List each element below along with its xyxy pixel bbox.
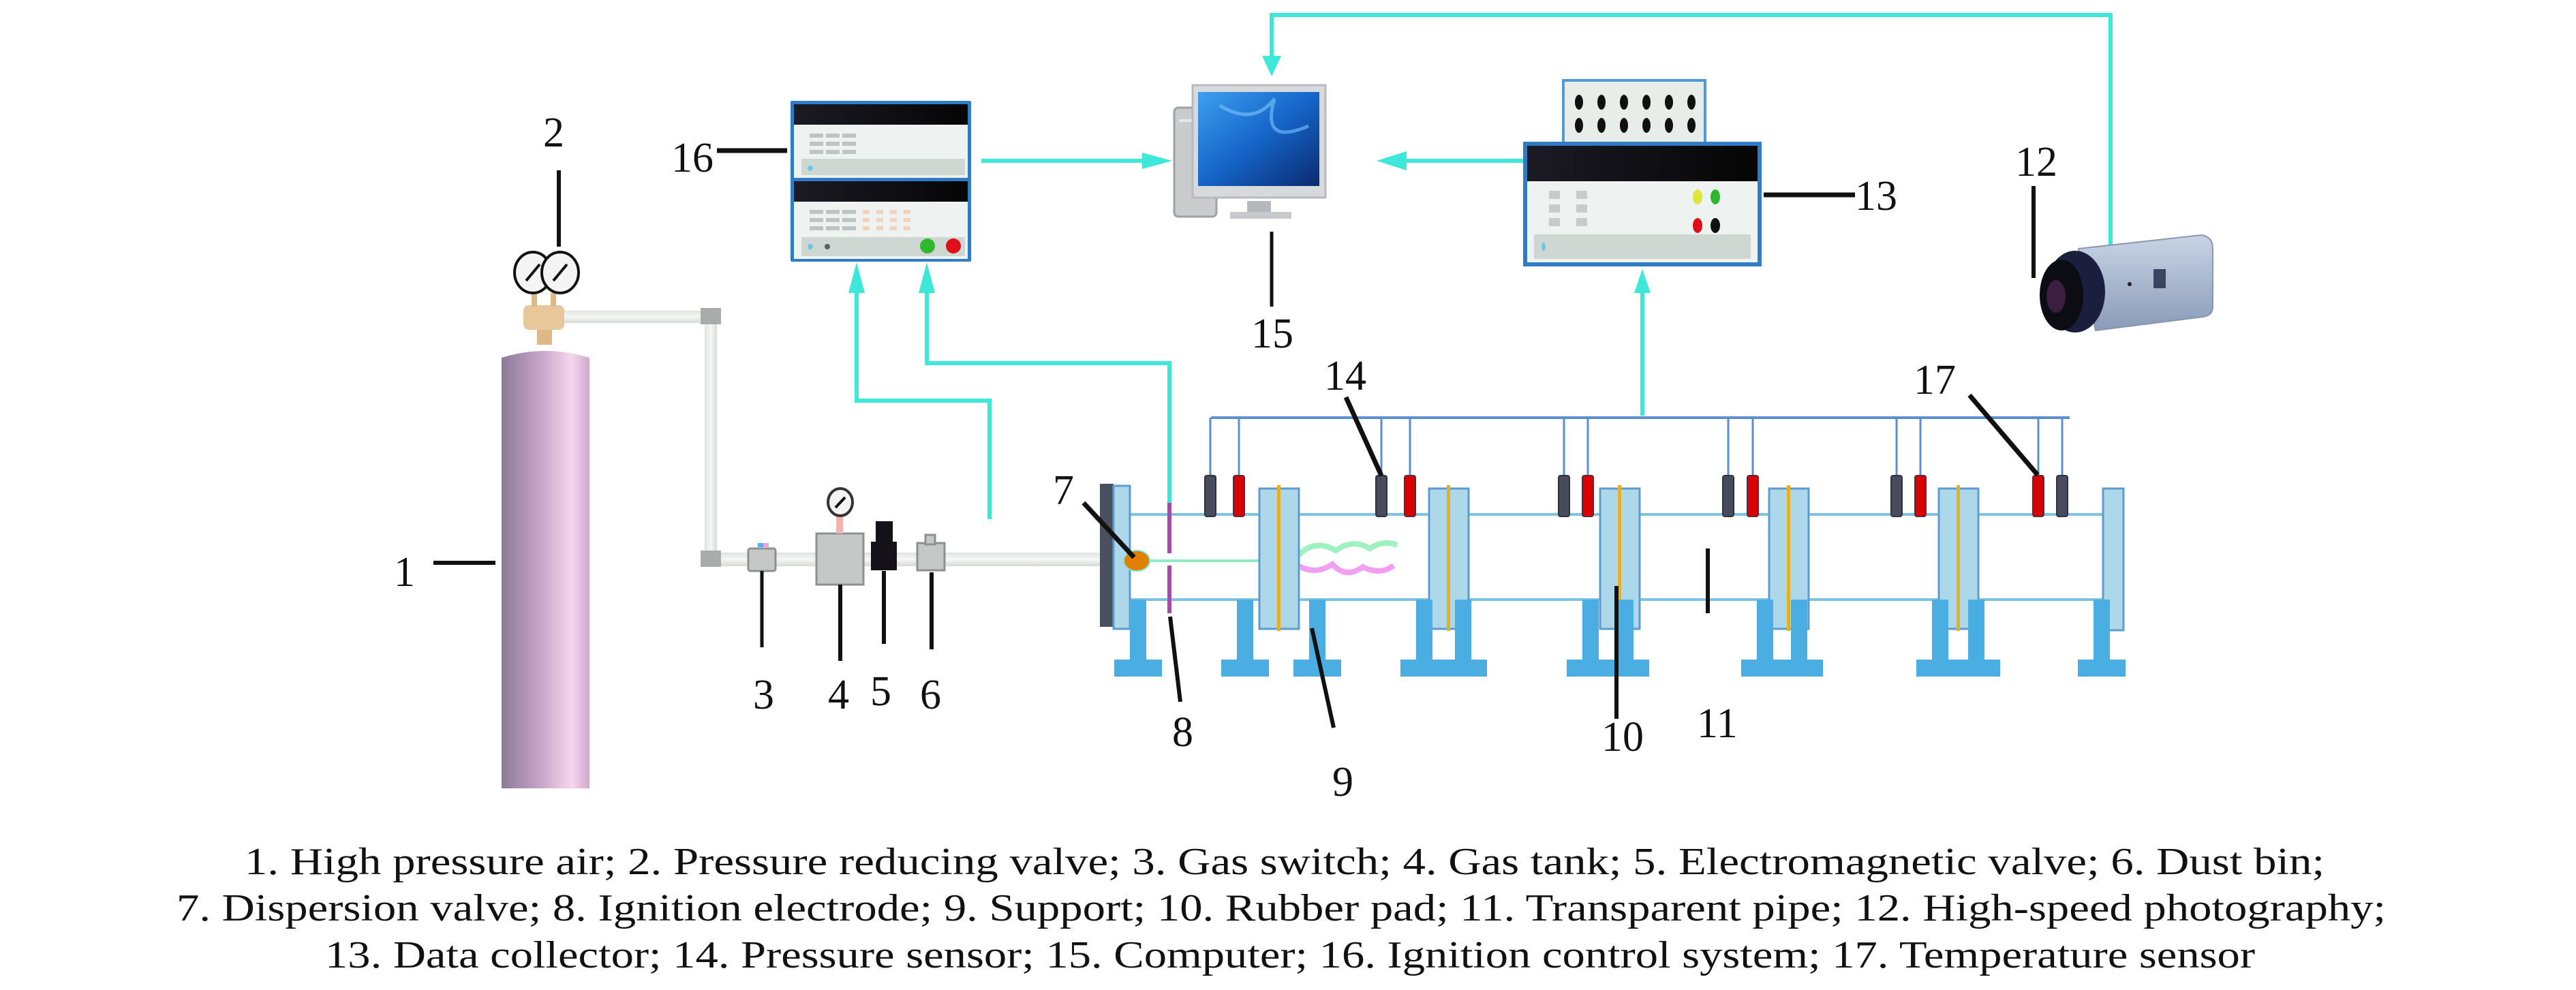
rubber-pad (1957, 485, 1960, 631)
label-15: 15 (1251, 311, 1293, 357)
label-2: 2 (543, 110, 564, 156)
label-11: 11 (1697, 700, 1738, 747)
arrowhead-into-ignition-left (848, 262, 865, 293)
leader-14 (1343, 396, 1384, 477)
leader-7 (1082, 501, 1136, 559)
electromagnetic-valve[interactable] (871, 521, 897, 570)
high-speed-camera[interactable] (2040, 234, 2213, 332)
pressure-sensor[interactable] (1890, 418, 1903, 517)
gas-switch[interactable] (747, 543, 777, 572)
temperature-sensor[interactable] (1582, 418, 1594, 517)
support-stand (1439, 600, 1487, 677)
flange-with-rubber-pad (1258, 485, 1300, 631)
label-3: 3 (753, 672, 774, 718)
label-5: 5 (870, 668, 891, 715)
label-8: 8 (1172, 709, 1193, 756)
label-13: 13 (1855, 173, 1897, 219)
arrowhead-into-computer-right (1377, 151, 1407, 170)
signal-electrode-to-ignition (925, 286, 1171, 504)
dust-cloud (1145, 540, 1398, 575)
pressure-sensor[interactable] (2056, 418, 2068, 517)
arrowhead-into-ignition-right (919, 262, 935, 293)
end-plate (1100, 484, 1114, 627)
label-17: 17 (1914, 357, 1956, 403)
label-12: 12 (2015, 139, 2057, 185)
label-10: 10 (1601, 714, 1644, 760)
start-button-icon (920, 238, 935, 253)
support-stand (1221, 600, 1269, 677)
pressure-sensor[interactable] (1204, 418, 1216, 517)
figure-caption: 1. High pressure air; 2. Pressure reduci… (177, 841, 2386, 976)
label-7: 7 (1053, 467, 1074, 514)
support-stand (1293, 600, 1341, 677)
pressure-sensor[interactable] (1722, 418, 1734, 517)
computer[interactable] (1173, 84, 1327, 219)
label-6: 6 (920, 672, 941, 718)
rubber-pad (1787, 485, 1790, 631)
label-1: 1 (394, 549, 415, 595)
temperature-sensor[interactable] (1747, 418, 1759, 517)
support-stand (1114, 600, 1162, 677)
temperature-sensor[interactable] (1404, 418, 1416, 517)
flange-with-rubber-pad (1428, 485, 1470, 631)
stop-button-icon (946, 238, 961, 253)
terminal-connectors (1575, 95, 1696, 133)
caption-line-1: 1. High pressure air; 2. Pressure reduci… (245, 841, 2325, 883)
rubber-pad (1618, 485, 1621, 631)
gas-tank[interactable] (815, 487, 865, 586)
label-16: 16 (671, 135, 714, 181)
ignition-control-system[interactable] (791, 101, 971, 262)
support-stand (1601, 600, 1649, 677)
pressure-reducing-valve[interactable] (513, 251, 580, 345)
label-14: 14 (1324, 353, 1366, 399)
caption-line-2: 7. Dispersion valve; 8. Ignition electro… (177, 887, 2386, 929)
temperature-sensor[interactable] (1914, 418, 1927, 517)
gas-cylinder[interactable] (502, 351, 589, 788)
support-stand (1775, 600, 1823, 677)
label-9: 9 (1332, 759, 1353, 805)
leader-9 (1310, 628, 1336, 728)
support-stand (2078, 600, 2126, 677)
sensors (1204, 418, 2068, 517)
supports (1114, 600, 2126, 677)
pressure-sensor[interactable] (1558, 418, 1570, 517)
arrowhead-into-collector (1634, 269, 1651, 293)
label-4: 4 (828, 672, 849, 718)
temperature-sensor[interactable] (2032, 418, 2044, 517)
signal-valve-to-ignition (855, 286, 992, 519)
signal-camera-to-computer (1270, 13, 2113, 271)
signal-lines (848, 13, 2113, 519)
support-stand (1952, 600, 2000, 677)
gas-line (564, 308, 1106, 567)
dust-bin[interactable] (916, 533, 946, 572)
caption-line-3: 13. Data collector; 14. Pressure sensor;… (325, 934, 2255, 976)
arrowhead-into-computer-left (1142, 153, 1172, 169)
leader-8 (1168, 616, 1182, 702)
arrowhead-into-computer-top (1262, 56, 1281, 76)
rubber-pad (1447, 485, 1450, 631)
pressure-sensor[interactable] (1375, 418, 1387, 517)
rubber-pad (1277, 485, 1281, 631)
leader-17 (1967, 393, 2040, 477)
data-collector[interactable] (1523, 79, 1762, 266)
temperature-sensor[interactable] (1233, 418, 1245, 517)
